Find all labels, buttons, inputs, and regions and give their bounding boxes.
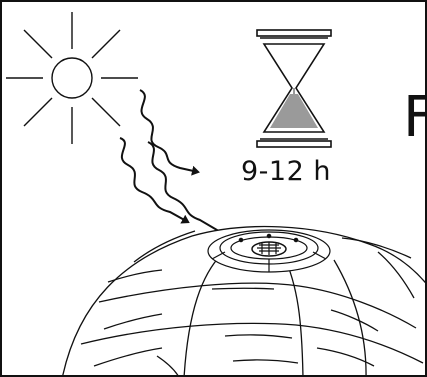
partial-letter: F [403, 85, 427, 150]
hourglass-icon [257, 30, 331, 147]
sun-icon [6, 12, 138, 144]
sunray-arrow [140, 90, 198, 172]
duration-label: 9-12 h [226, 156, 346, 188]
wavy-sunray-arrows [120, 90, 234, 240]
solar-device-icon [208, 230, 330, 272]
sunray-arrow [148, 142, 234, 240]
